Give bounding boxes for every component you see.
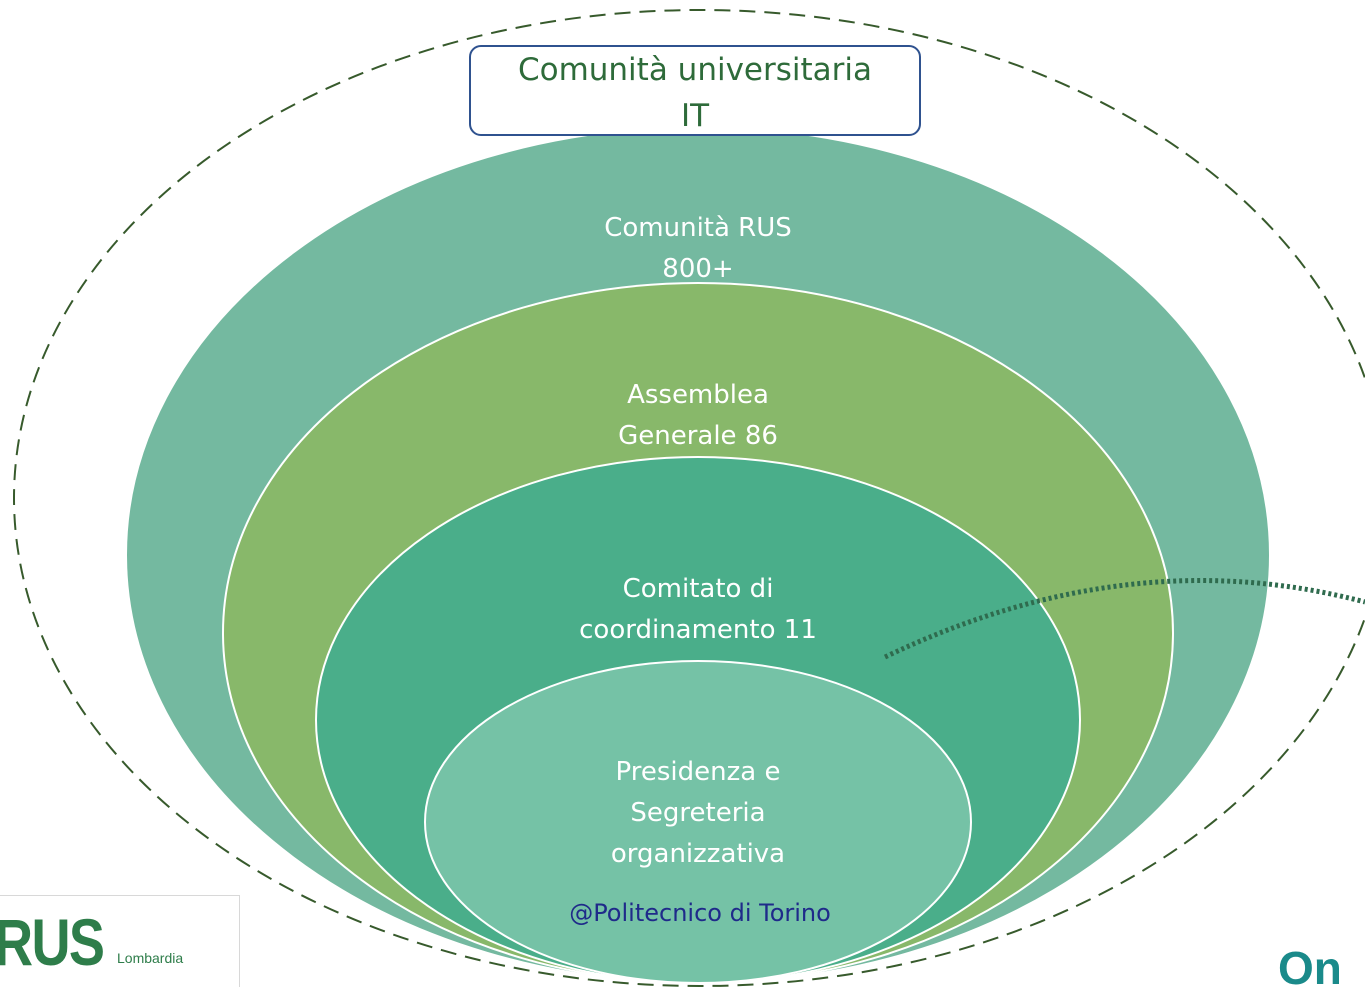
level-2-line2: Generale 86 [618,421,778,451]
rus-lombardia-logo: RUS Lombardia [0,895,240,987]
level-1-line2: 800+ [662,254,734,284]
outer-community-box: Comunità universitaria IT [469,45,921,136]
level-3-line2: coordinamento 11 [579,615,817,645]
level-4-line3: organizzativa [610,839,786,869]
level-2-label: Assemblea Generale 86 [498,375,898,457]
level-4-label: Presidenza e Segreteria organizzativa [498,752,898,875]
level-3-line1: Comitato di [622,574,774,604]
level-4-line2: Segreteria [630,798,766,828]
level-1-line1: Comunità RUS [604,213,792,243]
logo-sub-text: Lombardia [117,950,184,966]
outer-community-line1: Comunità universitaria [517,52,873,88]
level-2-line1: Assemblea [627,380,769,410]
cut-off-heading: On [1278,942,1342,987]
level-4-line1: Presidenza e [615,757,781,787]
outer-dashed-ellipse [13,9,1365,987]
level-3-label: Comitato di coordinamento 11 [498,569,898,651]
outer-community-line2: IT [680,98,710,134]
level-1-label: Comunità RUS 800+ [498,208,898,290]
host-university-label: @Politecnico di Torino [569,899,831,927]
dotted-connector [883,578,1365,660]
ring-presidenza-segreteria [424,660,972,984]
logo-main-text: RUS [0,905,105,979]
